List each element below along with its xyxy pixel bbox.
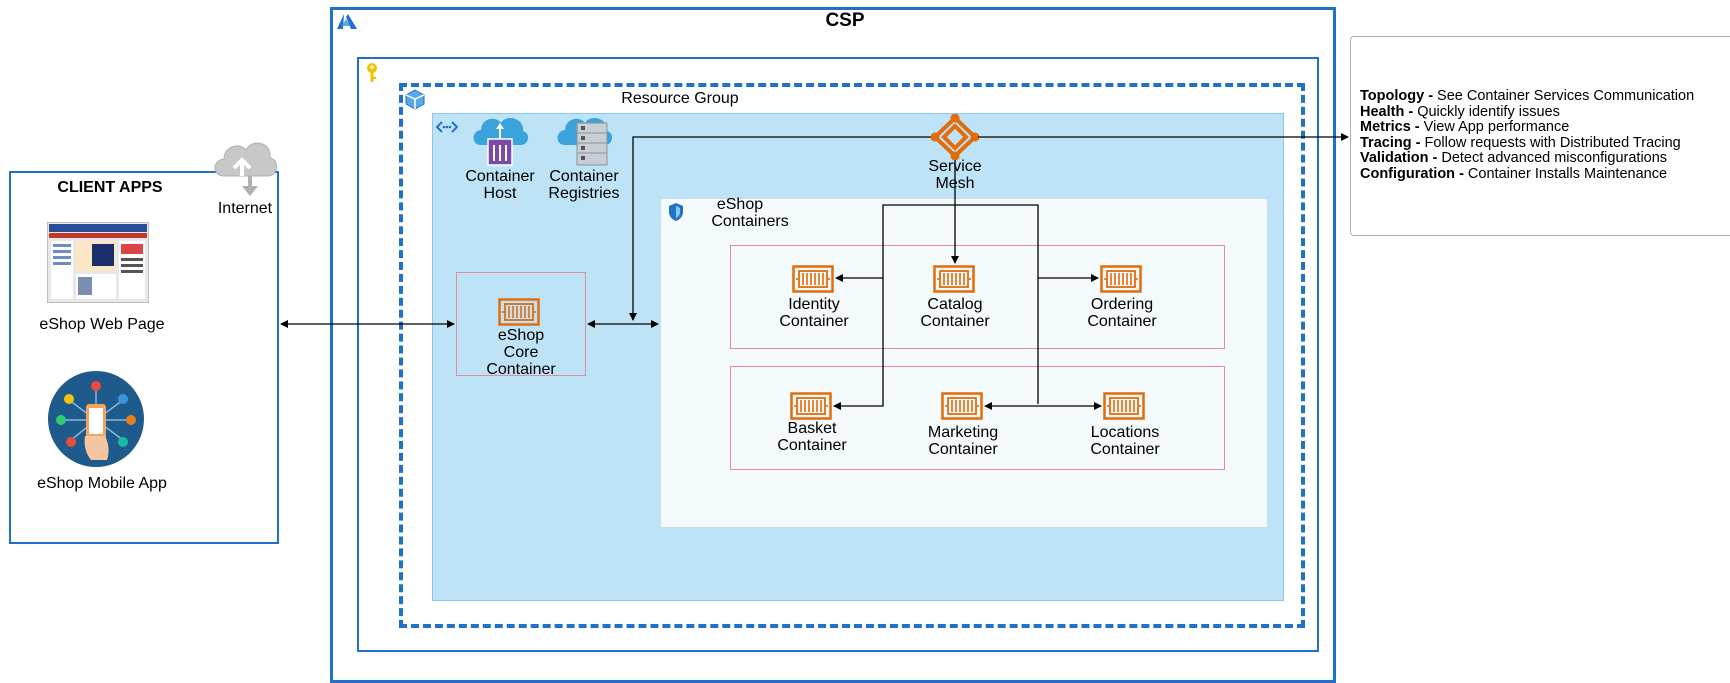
internet-label: Internet (217, 200, 273, 217)
web-page-label: eShop Web Page (39, 316, 165, 333)
ordering-container-icon (1100, 265, 1142, 293)
container-host-icon (473, 117, 529, 166)
locations-container-icon (1103, 392, 1145, 420)
core-container-icon (498, 298, 540, 326)
resource-group-frame (399, 83, 1305, 628)
mobile-app-icon (48, 371, 144, 467)
core-container-box (456, 272, 586, 376)
marketing-container-icon (941, 392, 983, 420)
feature-topology: Topology - See Container Services Commun… (1360, 89, 1695, 104)
basket-container-icon (790, 392, 832, 420)
observability-info-box (1350, 36, 1730, 236)
feature-configuration: Configuration - Container Installs Maint… (1360, 165, 1668, 182)
web-page-thumbnail (47, 222, 149, 303)
client-apps-title: CLIENT APPS (57, 179, 163, 196)
feature-metrics: Metrics - View App performance (1360, 119, 1570, 135)
feature-health: Health - Quickly identify issues (1360, 103, 1560, 120)
csp-title: CSP (825, 10, 865, 31)
subscription-frame (357, 57, 1319, 652)
observability-feature-list: Topology - See Container Services Commun… (1360, 89, 1726, 182)
resource-group-icon (405, 89, 425, 110)
mobile-app-label: eShop Mobile App (37, 475, 167, 492)
shield-icon (669, 203, 683, 221)
feature-validation: Validation - Detect advanced misconfigur… (1360, 150, 1668, 166)
feature-tracing: Tracing - Follow requests with Distribut… (1360, 134, 1681, 151)
internet-cloud-icon (214, 142, 277, 196)
vnet-icon (436, 121, 458, 133)
key-icon (367, 63, 377, 82)
catalog-container-icon (933, 265, 975, 293)
resource-group-label: Resource Group (621, 90, 739, 107)
azure-logo-icon (337, 14, 357, 29)
client-apps-panel (9, 171, 279, 544)
service-mesh-icon (931, 114, 979, 160)
identity-container-icon (792, 265, 834, 293)
container-registries-icon (557, 117, 613, 166)
